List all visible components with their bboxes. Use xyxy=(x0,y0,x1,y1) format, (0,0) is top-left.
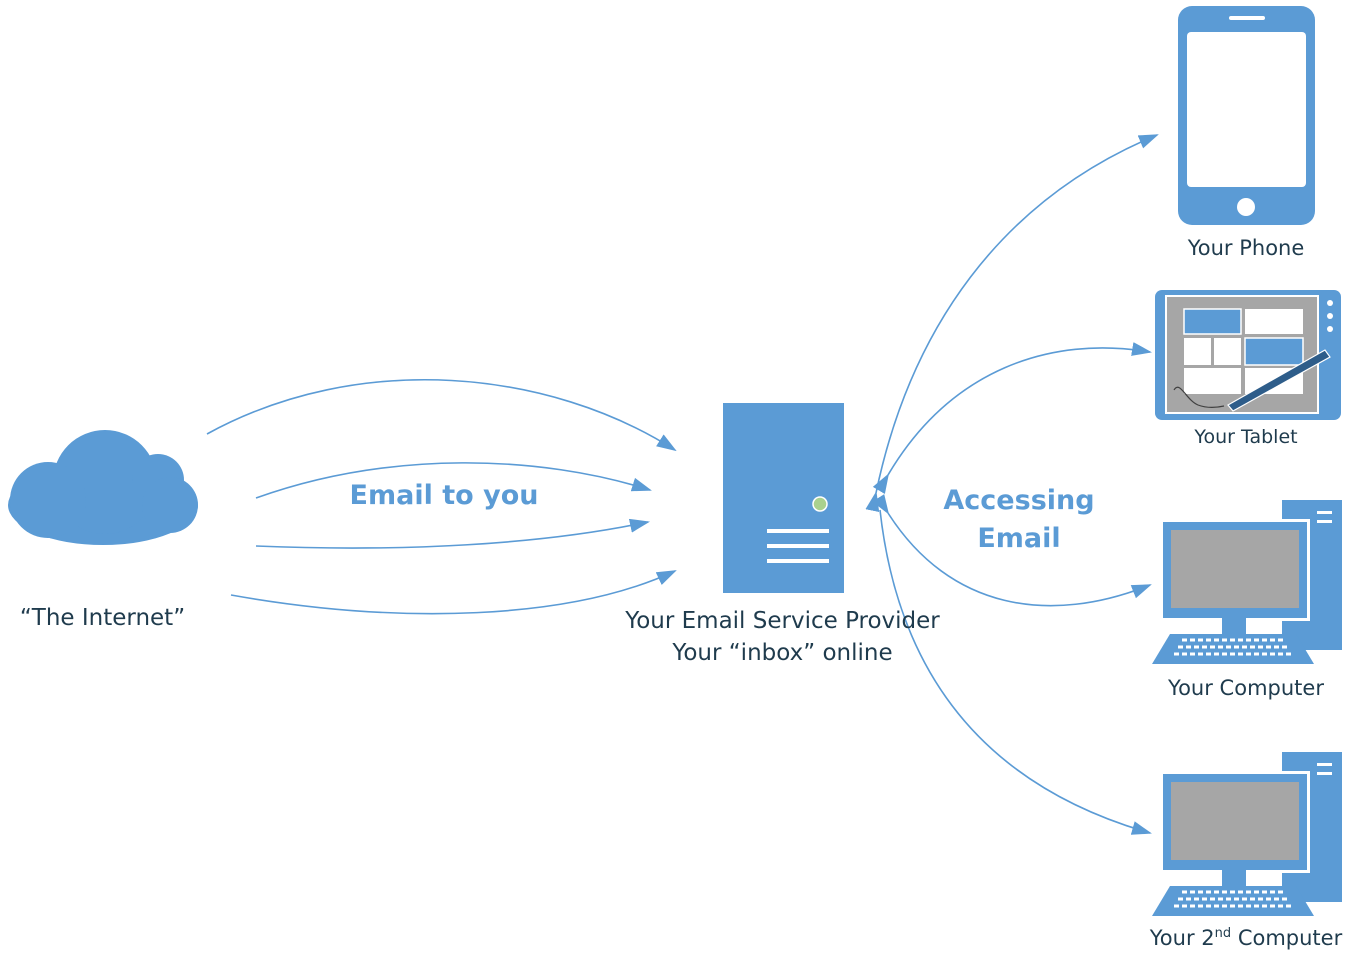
cloud-icon xyxy=(8,430,198,545)
tablet-label: Your Tablet xyxy=(1194,426,1298,448)
computer2-label-sup: nd xyxy=(1214,926,1232,941)
provider-label: Your Email Service Provider Your “inbox”… xyxy=(600,605,965,669)
accessing-email-line2: Email xyxy=(977,523,1061,554)
incoming-arrow-2 xyxy=(255,462,652,499)
provider-label-line2: Your “inbox” online xyxy=(672,640,893,666)
computer2-arrow xyxy=(879,509,1152,835)
email-to-you-label: Email to you xyxy=(349,480,539,511)
phone-label: Your Phone xyxy=(1187,236,1305,260)
computer2-label-suffix: Computer xyxy=(1231,926,1343,950)
computer2-icon xyxy=(1152,752,1342,916)
outgoing-arrows xyxy=(865,134,1159,835)
server-icon xyxy=(723,403,844,593)
incoming-arrow-3 xyxy=(255,518,650,549)
computer2-label: Your 2nd Computer xyxy=(1120,926,1351,950)
phone-icon xyxy=(1178,6,1315,225)
tablet-arrow xyxy=(872,342,1152,495)
computer2-label-prefix: Your 2 xyxy=(1149,926,1215,950)
computer-icon xyxy=(1152,500,1342,664)
incoming-arrow-1 xyxy=(206,378,677,452)
phone-arrow xyxy=(865,134,1159,513)
provider-label-line1: Your Email Service Provider xyxy=(625,608,940,634)
computer-label: Your Computer xyxy=(1168,676,1324,700)
incoming-arrows xyxy=(206,378,677,615)
accessing-email-label: Accessing Email xyxy=(930,482,1108,558)
incoming-arrow-4 xyxy=(230,570,677,615)
internet-label: “The Internet” xyxy=(19,605,186,631)
tablet-icon xyxy=(1155,290,1341,420)
computer-arrow xyxy=(872,494,1152,607)
accessing-email-line1: Accessing xyxy=(943,485,1095,516)
